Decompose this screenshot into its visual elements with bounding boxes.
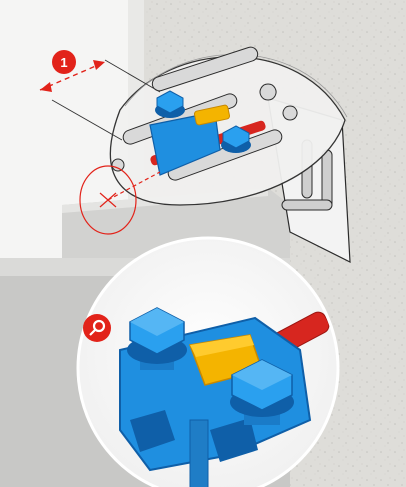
zoom-badge [83, 314, 111, 342]
center-post [190, 420, 208, 487]
svg-text:1: 1 [60, 55, 67, 70]
zoom-detail [78, 238, 338, 487]
step-1-badge: 1 [52, 50, 76, 74]
